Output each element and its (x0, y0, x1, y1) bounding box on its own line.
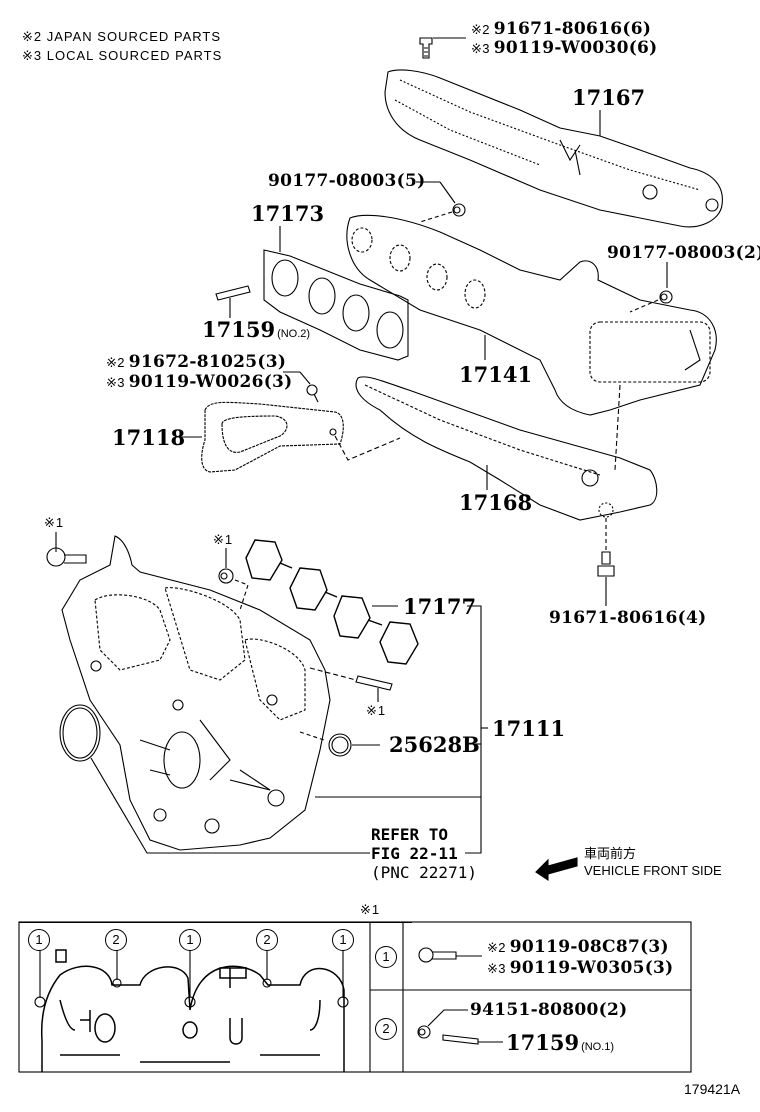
refer-line-3: (PNC 22271) (371, 863, 477, 882)
mark-x3: ※3 (471, 41, 490, 56)
part-number-17118[interactable]: 17118 (112, 425, 186, 450)
exhaust-manifold-17141 (346, 214, 717, 416)
manifold-gasket-17173 (263, 249, 409, 361)
part-number-text: 90119-W0030(6) (493, 38, 658, 58)
part-number-inset-nut[interactable]: 94151-80800(2) (470, 1000, 628, 1020)
mark-x2: ※2 (471, 22, 490, 37)
part-number-text: 17159 (506, 1030, 580, 1055)
part-number-17141[interactable]: 17141 (459, 362, 533, 387)
mark-x2: ※2 (487, 940, 506, 955)
vehicle-front-en: VEHICLE FRONT SIDE (584, 863, 722, 878)
inset-bolt-icon (418, 947, 457, 963)
mark-x3: ※3 (106, 375, 125, 390)
legend-japan-sourced: ※2 JAPAN SOURCED PARTS (22, 29, 222, 44)
inset-nut-icon (417, 1025, 431, 1039)
bracket-17118 (201, 401, 344, 473)
stud-x1-icon (355, 675, 393, 691)
inset-callout: 1 (332, 929, 354, 951)
mark-x1-stud: ※1 (366, 703, 387, 718)
heat-insulator-17168 (355, 376, 658, 521)
inset-callout: 1 (179, 929, 201, 951)
part-number-25628b[interactable]: 25628B (389, 732, 480, 757)
bolt-mid-icon (306, 384, 319, 403)
o-ring-icon (59, 704, 101, 762)
vehicle-front-arrow-icon (535, 857, 578, 882)
mark-x2: ※2 (106, 355, 125, 370)
part-number-text: 90119-W0305(3) (509, 958, 674, 978)
nut-x1-icon (218, 568, 234, 584)
inset-row-2-number: 2 (375, 1018, 397, 1040)
heat-insulator-17167 (384, 69, 723, 228)
intake-gasket-17177 (245, 539, 419, 665)
vehicle-front-label: 車両前方 VEHICLE FRONT SIDE (584, 845, 722, 879)
mark-x1-bolt: ※1 (44, 515, 65, 530)
figure-code: 179421A (684, 1081, 741, 1097)
part-number-17159-no2[interactable]: 17159(NO.2) (202, 317, 310, 342)
part-number-text: 91672-81025(3) (128, 352, 287, 372)
refer-line-2: FIG 22-11 (371, 844, 458, 863)
legend-local-sourced: ※3 LOCAL SOURCED PARTS (22, 48, 223, 63)
part-number-text: 90119-W0026(3) (128, 372, 293, 392)
part-number-17173[interactable]: 17173 (251, 201, 325, 226)
part-number-nut-2[interactable]: 90177-08003(2) (607, 243, 760, 263)
stud-17159-icon (215, 285, 251, 301)
mark-x3: ※3 (487, 961, 506, 976)
part-number-text: 17159 (202, 317, 276, 342)
mark-x1-nut: ※1 (213, 532, 234, 547)
refer-line-1: REFER TO (371, 825, 449, 844)
part-note: (NO.2) (277, 328, 311, 340)
inset-mark-x1: ※1 (360, 902, 381, 917)
bolt-lower-icon (597, 551, 615, 577)
inset-gasket-outline (40, 949, 345, 1072)
bolt-top-icon (419, 37, 433, 59)
inset-stud-icon (442, 1034, 479, 1045)
part-number-nut-5[interactable]: 90177-08003(5) (268, 171, 426, 191)
inset-callout: 2 (105, 929, 127, 951)
inset-callout: 1 (28, 929, 50, 951)
inset-callout: 2 (256, 929, 278, 951)
nut-5-icon (452, 203, 466, 217)
part-number-17177[interactable]: 17177 (403, 594, 477, 619)
part-number-bolt-lower[interactable]: 91671-80616(4) (549, 608, 707, 628)
part-number-17111[interactable]: 17111 (492, 716, 566, 741)
part-number-17167[interactable]: 17167 (572, 85, 646, 110)
part-note: (NO.1) (581, 1041, 615, 1053)
vehicle-front-jp: 車両前方 (584, 846, 637, 861)
inset-table (18, 921, 692, 1073)
part-number-17168[interactable]: 17168 (459, 490, 533, 515)
inset-callout-leaders (34, 948, 349, 1008)
inset-row-1-number: 1 (375, 946, 397, 968)
part-number-inset-17159-no1[interactable]: 17159(NO.1) (506, 1030, 614, 1055)
refer-to-figure[interactable]: REFER TO FIG 22-11 (PNC 22271) (371, 825, 477, 882)
part-number-text: 91671-80616(6) (493, 19, 652, 39)
intake-manifold-17111 (61, 535, 331, 851)
part-number-text: 90119-08C87(3) (509, 937, 669, 957)
bolt-x1-icon (46, 547, 87, 567)
nut-2-icon (659, 290, 673, 304)
ring-gasket-25628b (328, 733, 352, 757)
